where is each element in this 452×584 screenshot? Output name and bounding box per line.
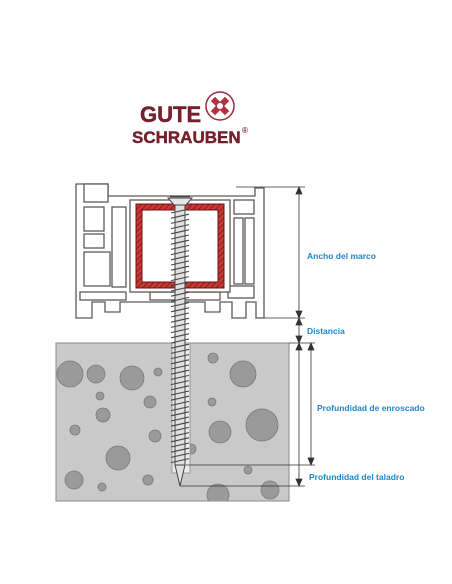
thread-turn xyxy=(170,452,190,458)
thread-turn xyxy=(170,224,190,230)
label-drill-depth: Profundidad del taladro xyxy=(309,472,404,482)
thread-turn xyxy=(170,432,190,438)
dimension-labels: Ancho del marco Distancia Profundidad de… xyxy=(307,251,425,482)
thread-turn xyxy=(170,239,190,245)
thread-turn xyxy=(170,255,190,261)
thread-turn xyxy=(170,385,190,391)
steel-reinforcement xyxy=(135,203,225,289)
thread-turn xyxy=(170,244,190,250)
thread-turn xyxy=(170,302,190,308)
thread-turn xyxy=(170,281,190,287)
thread-turn xyxy=(170,265,190,271)
thread-turn xyxy=(170,333,190,339)
thread-turn xyxy=(170,229,190,235)
thread-turn xyxy=(170,343,190,349)
thread-turn xyxy=(170,260,190,266)
thread-turn xyxy=(170,416,190,422)
thread-turn xyxy=(170,218,190,224)
thread-turn xyxy=(170,296,190,302)
brand-logo: GUTE SCHRAUBEN ® xyxy=(132,91,248,147)
thread-turn xyxy=(170,364,190,370)
thread-turn xyxy=(170,276,190,282)
thread-turn xyxy=(170,348,190,354)
thread-turn xyxy=(170,286,190,292)
thread-turn xyxy=(170,458,190,464)
thread-turn xyxy=(170,406,190,412)
thread-turn xyxy=(170,426,190,432)
thread-turn xyxy=(170,437,190,443)
thread-turn xyxy=(170,270,190,276)
thread-turn xyxy=(170,322,190,328)
concrete-aggregate xyxy=(56,352,280,501)
logo-line-1: GUTE xyxy=(140,102,201,127)
thread-turn xyxy=(170,380,190,386)
thread-turn xyxy=(170,208,190,214)
registered-mark: ® xyxy=(242,126,248,135)
label-distance: Distancia xyxy=(307,326,345,336)
dimension-lines xyxy=(180,185,315,488)
thread-turn xyxy=(170,291,190,297)
thread-turn xyxy=(170,442,190,448)
thread-turn xyxy=(170,369,190,375)
thread-turn xyxy=(170,395,190,401)
thread-turn xyxy=(170,390,190,396)
logo-line-2: SCHRAUBEN xyxy=(132,128,241,147)
label-frame-width: Ancho del marco xyxy=(307,251,376,261)
frame-screw xyxy=(166,195,194,487)
thread-turn xyxy=(170,213,190,219)
cross-emblem-icon xyxy=(205,91,235,121)
thread-turn xyxy=(170,312,190,318)
thread-turn xyxy=(170,359,190,365)
thread-turn xyxy=(170,354,190,360)
thread-turn xyxy=(170,234,190,240)
thread-turn xyxy=(170,307,190,313)
thread-turn xyxy=(170,328,190,334)
thread-turn xyxy=(170,317,190,323)
thread-turn xyxy=(170,400,190,406)
thread-turn xyxy=(170,447,190,453)
thread-turn xyxy=(170,250,190,256)
label-thread-depth: Profundidad de enroscado xyxy=(317,403,425,413)
thread-turn xyxy=(170,411,190,417)
thread-turn xyxy=(170,374,190,380)
thread-turn xyxy=(170,338,190,344)
thread-turn xyxy=(170,421,190,427)
